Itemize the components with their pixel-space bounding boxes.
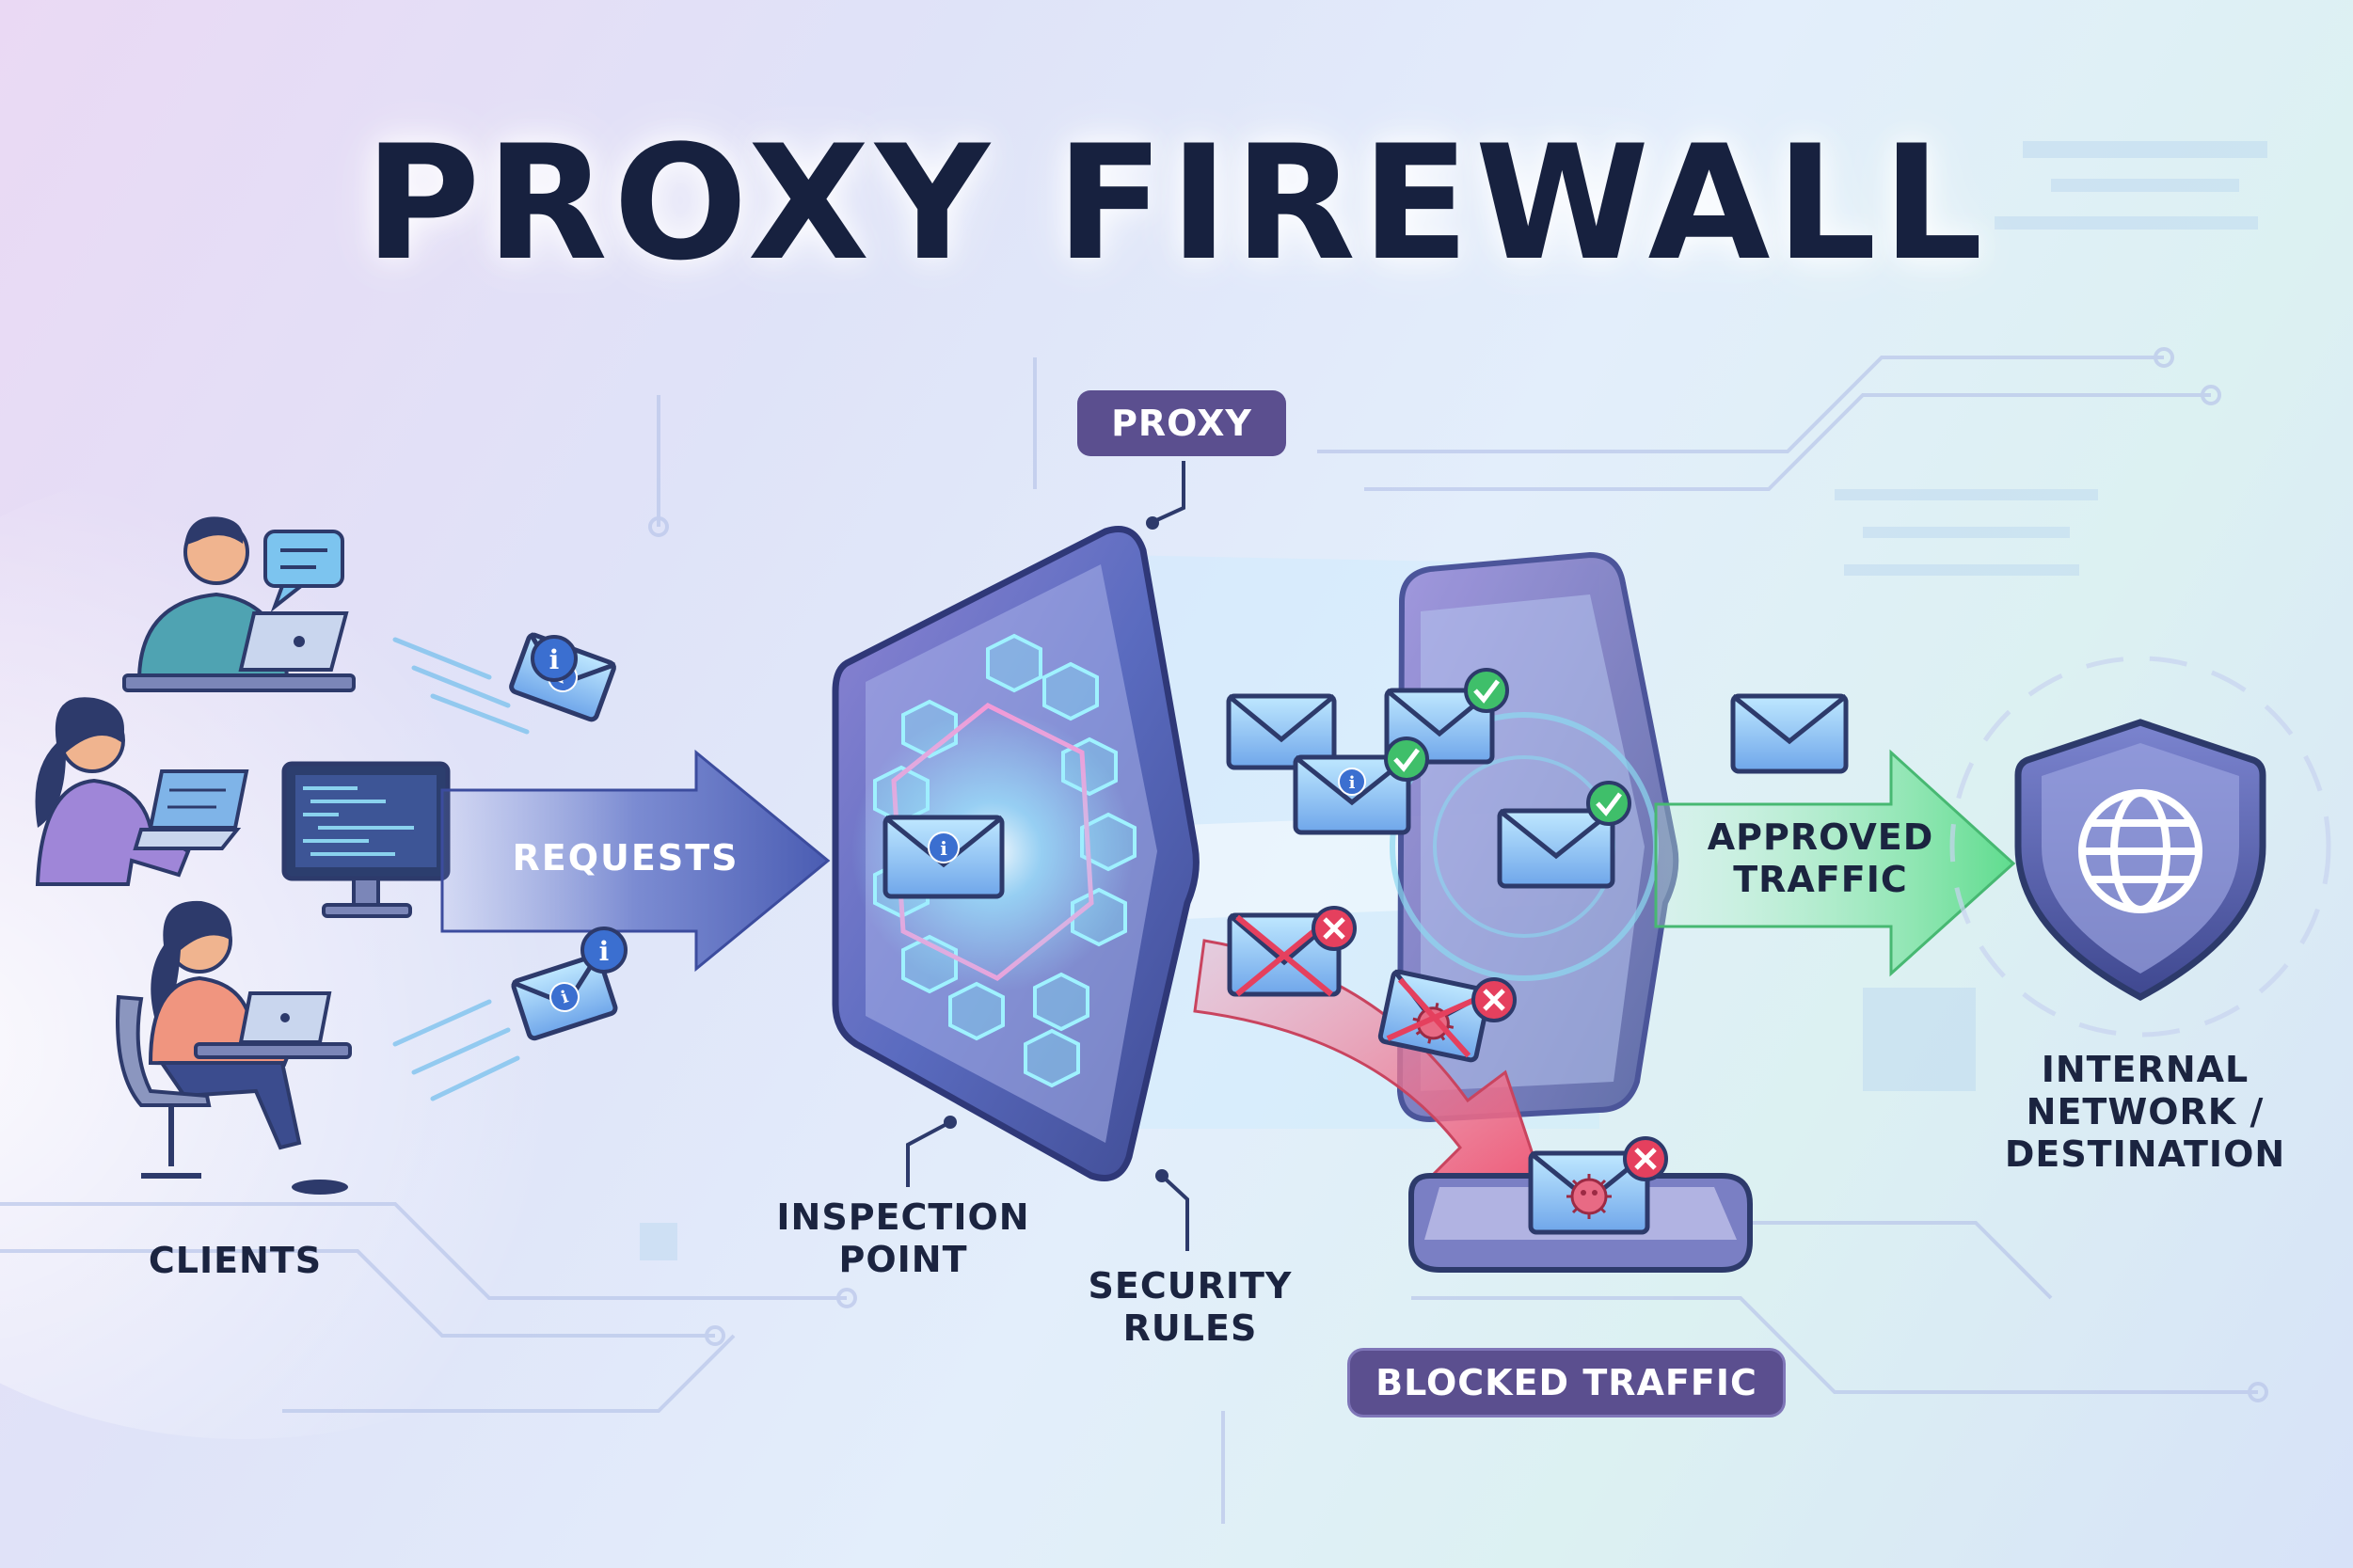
virus-icon — [1566, 1174, 1612, 1219]
laptop-icon — [238, 991, 332, 1044]
data-blocks — [640, 141, 2267, 1260]
security-rules-label: SECURITY RULES — [1088, 1265, 1293, 1349]
requests-arrow — [440, 749, 831, 973]
info-badge-icon: i — [580, 927, 628, 974]
info-badge-icon: i — [531, 635, 578, 682]
envelope-icon: i i — [509, 632, 616, 722]
envelope-icon: i — [882, 815, 1005, 899]
envelope-icon — [1227, 906, 1357, 997]
blocked-traffic-tag: BLOCKED TRAFFIC — [1350, 1351, 1783, 1415]
quarantine-tray — [1408, 1136, 1753, 1273]
client-user-3 — [116, 900, 352, 1195]
client-user-1 — [122, 516, 356, 692]
svg-text:i: i — [940, 837, 947, 860]
inspection-point-label: INSPECTION POINT — [776, 1196, 1030, 1280]
destination-label: INTERNAL NETWORK / DESTINATION — [2004, 1049, 2286, 1175]
callout-dot — [1146, 516, 1159, 530]
callout-dot — [944, 1116, 957, 1129]
svg-text:i: i — [599, 936, 610, 967]
laptop-icon — [133, 769, 249, 850]
envelope-icon — [1730, 693, 1849, 774]
envelope-icon — [1497, 781, 1631, 889]
client-user-2 — [35, 697, 451, 918]
envelope-icon — [1528, 1136, 1668, 1235]
check-badge-icon — [1464, 668, 1509, 713]
callout-lines — [906, 461, 1189, 1251]
circuit-lines — [0, 347, 2268, 1524]
x-badge-icon — [1471, 977, 1517, 1022]
x-badge-icon — [1312, 906, 1357, 951]
info-badge-icon: i — [928, 832, 960, 863]
laptop-icon — [238, 611, 349, 672]
motion-lines — [392, 637, 530, 1101]
monitor-icon — [281, 761, 451, 918]
svg-text:i: i — [549, 644, 560, 675]
x-badge-icon — [1623, 1136, 1668, 1181]
approved-traffic-label: APPROVED TRAFFIC — [1707, 816, 1934, 900]
approved-envelopes: i — [1226, 668, 1849, 889]
envelope-icon — [1377, 969, 1492, 1063]
envelope-icon: i — [1293, 736, 1429, 835]
left-highlight — [0, 461, 771, 1439]
check-badge-icon — [1586, 781, 1631, 826]
page-title: PROXY FIREWALL — [364, 111, 1989, 295]
blocked-envelopes — [1227, 906, 1517, 1063]
clients-label: CLIENTS — [148, 1240, 323, 1281]
requests-label: REQUESTS — [512, 837, 739, 879]
chat-bubble-icon — [263, 530, 344, 588]
approved-arrow — [1654, 749, 2016, 977]
svg-text:i: i — [1349, 773, 1356, 793]
envelope-icon — [1226, 693, 1337, 770]
proxy-tag: PROXY — [1077, 390, 1286, 456]
envelope-icon: i i — [511, 927, 628, 1041]
callout-dot — [1155, 1169, 1169, 1182]
check-badge-icon — [1384, 736, 1429, 782]
shield-globe-icon — [1949, 656, 2331, 1037]
